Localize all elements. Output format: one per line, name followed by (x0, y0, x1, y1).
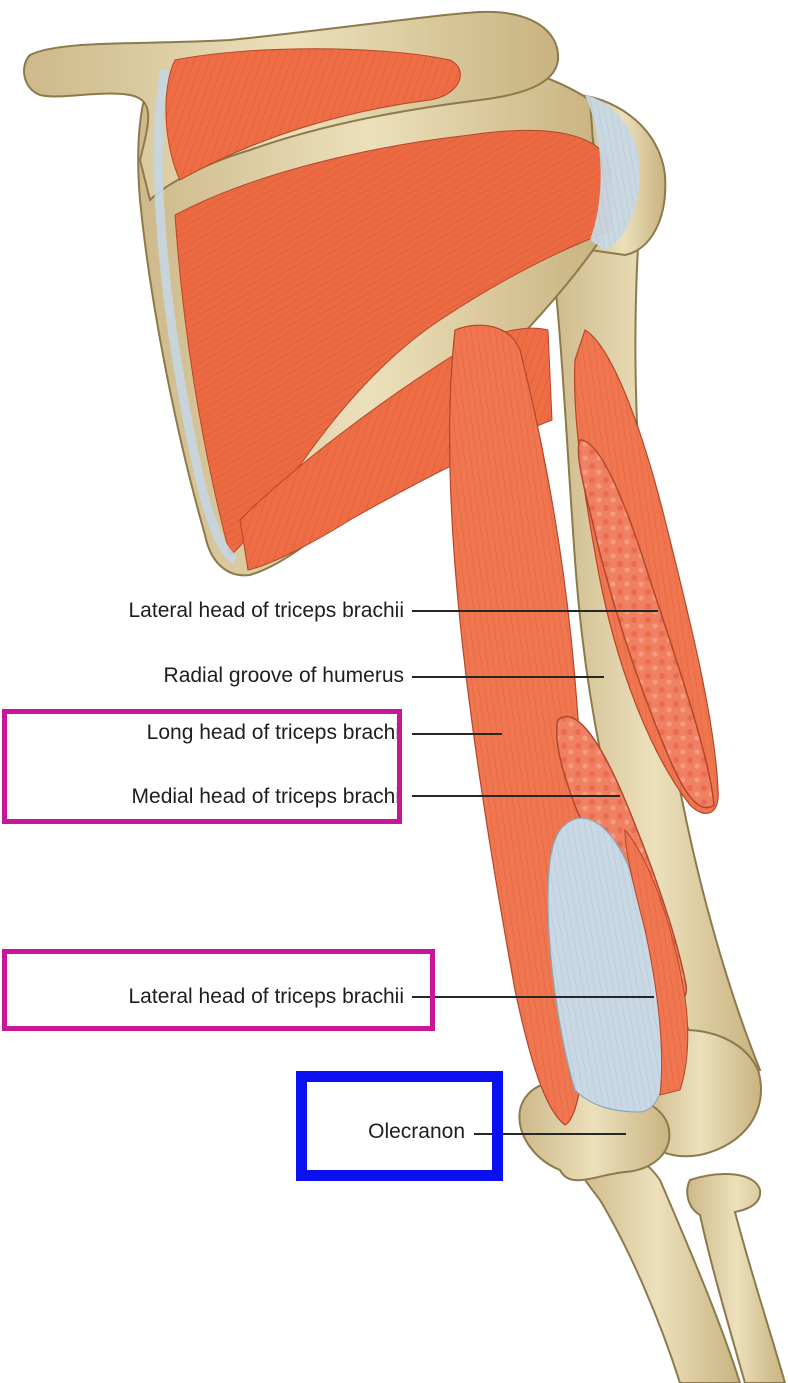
leader-line-lateral-head-lower (412, 996, 654, 998)
highlight-box-long-medial (2, 709, 402, 824)
leader-line-lateral-head-upper (412, 610, 658, 612)
highlight-box-lateral-lower (2, 949, 435, 1031)
label-lateral-head-upper: Lateral head of triceps brachii (129, 599, 405, 623)
label-radial-groove: Radial groove of humerus (164, 664, 404, 688)
leader-line-radial-groove (412, 676, 604, 678)
highlight-box-olecranon (296, 1071, 503, 1181)
leader-line-medial-head (412, 795, 620, 797)
leader-line-long-head (412, 733, 502, 735)
